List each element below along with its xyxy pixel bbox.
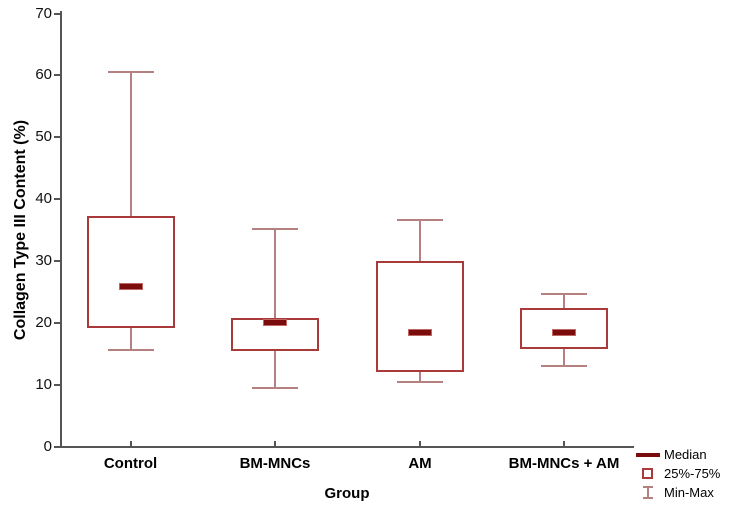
y-tick-label: 20	[35, 313, 52, 331]
legend-item-iqr: 25%-75%	[634, 464, 736, 483]
legend-item-minmax: Min-Max	[634, 483, 736, 502]
y-tick-label: 50	[35, 128, 52, 146]
x-tick	[563, 441, 565, 446]
iqr-box	[86, 215, 175, 329]
y-tick	[54, 74, 60, 77]
y-tick-label: 40	[35, 190, 52, 208]
iqr-box	[376, 260, 464, 373]
y-tick	[54, 445, 60, 448]
whisker-cap-max	[252, 227, 298, 230]
y-tick	[54, 136, 60, 139]
category-label: BM-MNCs	[239, 455, 311, 472]
category-label: AM	[408, 455, 432, 472]
y-axis-line	[60, 11, 62, 448]
legend-label: Min-Max	[664, 485, 714, 500]
whisker-cap-min	[397, 380, 443, 383]
y-tick-label: 10	[35, 375, 52, 393]
y-tick-label: 70	[35, 4, 52, 22]
legend-label: 25%-75%	[664, 466, 721, 481]
iqr-box	[231, 317, 319, 352]
y-tick	[54, 198, 60, 201]
whisker-cap-min	[252, 387, 298, 390]
x-tick	[129, 441, 132, 446]
median-line	[408, 328, 432, 336]
whisker-cap-max	[541, 293, 587, 296]
whisker-range	[129, 71, 132, 350]
y-tick	[54, 259, 60, 262]
y-tick	[54, 383, 60, 386]
whisker-range	[274, 228, 276, 389]
y-tick-label: 0	[43, 437, 52, 455]
x-tick	[419, 441, 421, 446]
whisker-icon	[642, 485, 654, 500]
iqr-box	[520, 307, 608, 349]
legend: Median 25%-75% Min-Max	[634, 445, 736, 502]
x-axis-title: Group	[324, 485, 370, 502]
median-line	[118, 283, 143, 291]
category-label: Control	[103, 455, 158, 472]
legend-label: Median	[664, 447, 707, 462]
box-icon	[642, 468, 653, 479]
y-tick	[54, 321, 60, 324]
x-tick	[274, 441, 276, 446]
x-axis-line	[60, 446, 634, 448]
legend-item-median: Median	[634, 445, 736, 464]
category-label: BM-MNCs + AM	[508, 455, 620, 472]
median-line	[263, 319, 287, 327]
whisker-cap-max	[107, 70, 154, 73]
whisker-cap-min	[541, 365, 587, 368]
whisker-cap-max	[397, 219, 443, 222]
whisker-cap-min	[107, 349, 154, 351]
y-axis-title: Collagen Type III Content (%)	[12, 119, 29, 341]
median-line-icon	[635, 452, 660, 457]
median-line	[552, 329, 576, 337]
y-tick-label: 30	[35, 251, 52, 269]
y-tick	[54, 12, 60, 15]
y-tick-label: 60	[35, 66, 52, 84]
